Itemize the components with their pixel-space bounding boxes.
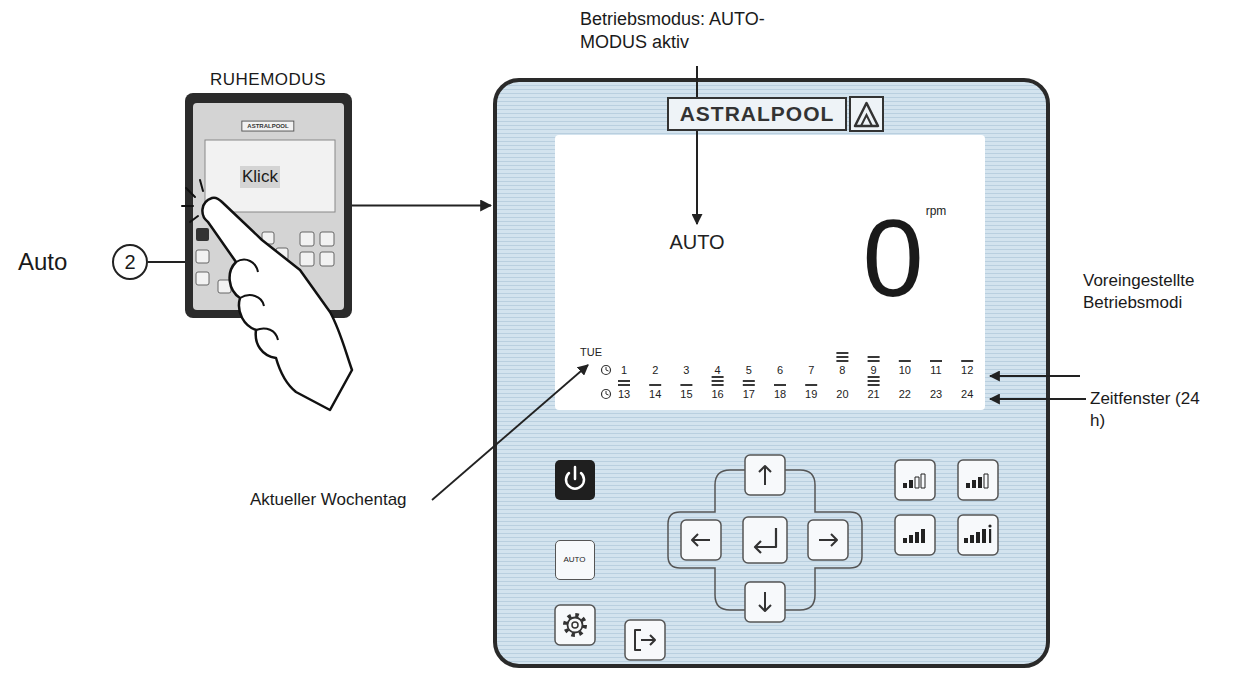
hour-number: 3 <box>683 364 689 377</box>
mode-caption: RUHEMODUS <box>210 70 326 90</box>
program-bar <box>618 384 630 386</box>
program-bar <box>712 376 724 378</box>
brand-logo: ASTRALPOOL <box>667 97 847 131</box>
mode-indicator: AUTO <box>669 231 724 254</box>
annotation-label: Zeitfenster (24 h) <box>1090 388 1210 432</box>
hour-number: 9 <box>871 364 877 377</box>
program-bar <box>680 384 692 386</box>
hour-number: 14 <box>649 388 661 401</box>
hour-number: 6 <box>777 364 783 377</box>
callout-circle <box>113 245 147 279</box>
program-bar <box>868 360 880 362</box>
hour-number: 5 <box>746 364 752 377</box>
program-bar <box>836 352 848 354</box>
small-controller: RUHEMODUSASTRALPOOL <box>185 93 352 318</box>
hour-number: 12 <box>961 364 973 377</box>
program-bar <box>868 384 880 386</box>
annotation-label: Betriebsmodus: AUTO-MODUS aktiv <box>580 8 780 55</box>
hour-number: 1 <box>621 364 627 377</box>
hour-number: 11 <box>930 364 941 377</box>
hour-number: 23 <box>930 388 942 401</box>
program-bar <box>868 376 880 378</box>
program-bar <box>836 360 848 362</box>
callout-label: Auto <box>18 246 67 277</box>
callout-line <box>148 261 186 263</box>
auto-button: AUTO <box>555 540 595 580</box>
weekday: TUE <box>580 346 602 359</box>
annotation-label: Voreingestellte Betriebsmodi <box>1083 270 1231 314</box>
hour-number: 15 <box>680 388 692 401</box>
program-bar <box>868 380 880 382</box>
program-bars <box>618 353 973 385</box>
speed-value: 0 <box>862 203 923 313</box>
hour-number: 7 <box>808 364 814 377</box>
leader-line <box>432 365 588 500</box>
hour-number: 16 <box>711 388 723 401</box>
program-bar <box>743 380 755 382</box>
leader-line <box>990 375 1080 377</box>
lcd-display: AUTO0rpmTUE12345678910111213141516171819… <box>555 135 985 410</box>
annotation-label: Aktueller Wochentag <box>250 489 407 511</box>
hour-number: 22 <box>899 388 911 401</box>
leader-line <box>696 66 698 224</box>
program-bar <box>712 380 724 382</box>
hour-number: 13 <box>618 388 630 401</box>
program-bar <box>774 384 786 386</box>
hour-number: 21 <box>867 388 879 401</box>
callout-number: 2 <box>124 252 135 272</box>
flow-arrow <box>352 205 491 207</box>
program-bar <box>899 360 911 362</box>
brand-logo: ASTRALPOOL <box>241 121 294 132</box>
control-panel: ASTRALPOOL AUTO0rpmTUE123456789101112131… <box>493 78 1050 668</box>
hour-number: 2 <box>652 364 658 377</box>
hour-number: 19 <box>805 388 817 401</box>
program-bar <box>618 380 630 382</box>
hour-number: 24 <box>961 388 973 401</box>
button-label: AUTO <box>563 555 585 564</box>
hour-number: 17 <box>743 388 755 401</box>
hour-number: 8 <box>839 364 845 377</box>
leader-line <box>990 398 1086 400</box>
hour-number: 4 <box>715 364 721 377</box>
hour-number: 10 <box>899 364 911 377</box>
program-bar <box>836 356 848 358</box>
program-bar <box>868 356 880 358</box>
speed-unit: rpm <box>926 205 947 219</box>
program-bar <box>961 360 973 362</box>
program-bar <box>712 384 724 386</box>
program-bar <box>743 384 755 386</box>
program-bar <box>930 360 942 362</box>
program-bar <box>649 384 661 386</box>
hour-number: 20 <box>836 388 848 401</box>
hour-number: 18 <box>774 388 786 401</box>
program-bar <box>805 384 817 386</box>
